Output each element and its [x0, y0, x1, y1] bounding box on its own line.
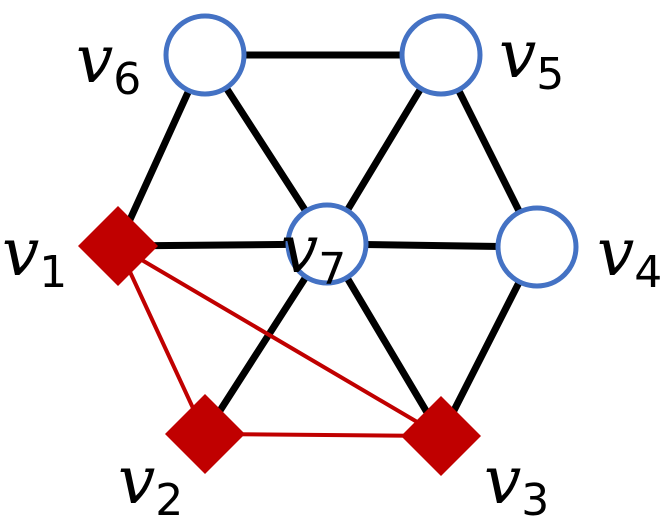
label-v4: v4	[597, 214, 662, 298]
node-v7-circle	[285, 202, 369, 286]
node-v3-diamond	[401, 396, 481, 476]
label-v5-main: v	[499, 16, 536, 93]
label-v4-main: v	[597, 214, 634, 291]
label-v6: v6	[76, 21, 141, 105]
label-v7-subscript: 7	[318, 244, 346, 295]
node-v1-diamond	[78, 206, 158, 286]
label-v3: v3	[484, 442, 549, 516]
label-v3-main: v	[484, 442, 521, 516]
label-v5-subscript: 5	[536, 49, 564, 100]
label-v7: v7	[281, 211, 346, 295]
node-v2-diamond	[165, 394, 245, 474]
label-v7-main: v	[281, 211, 318, 288]
label-v6-main: v	[76, 21, 113, 98]
edge-v1-v2	[116, 244, 207, 436]
nodes-layer	[78, 13, 579, 476]
label-v1: v1	[2, 214, 67, 298]
edge-v1-v3	[116, 244, 443, 438]
label-v2-subscript: 2	[155, 475, 183, 516]
label-v2-main: v	[118, 442, 155, 516]
node-v4-circle	[495, 205, 579, 289]
label-v3-subscript: 3	[521, 475, 549, 516]
label-v5: v5	[499, 16, 564, 100]
label-v2: v2	[118, 442, 183, 516]
label-v6-subscript: 6	[113, 54, 141, 105]
label-v1-main: v	[2, 214, 39, 291]
label-v1-subscript: 1	[39, 247, 67, 298]
node-v6-circle	[163, 13, 247, 97]
label-v4-subscript: 4	[634, 247, 662, 298]
node-v5-circle	[399, 13, 483, 97]
